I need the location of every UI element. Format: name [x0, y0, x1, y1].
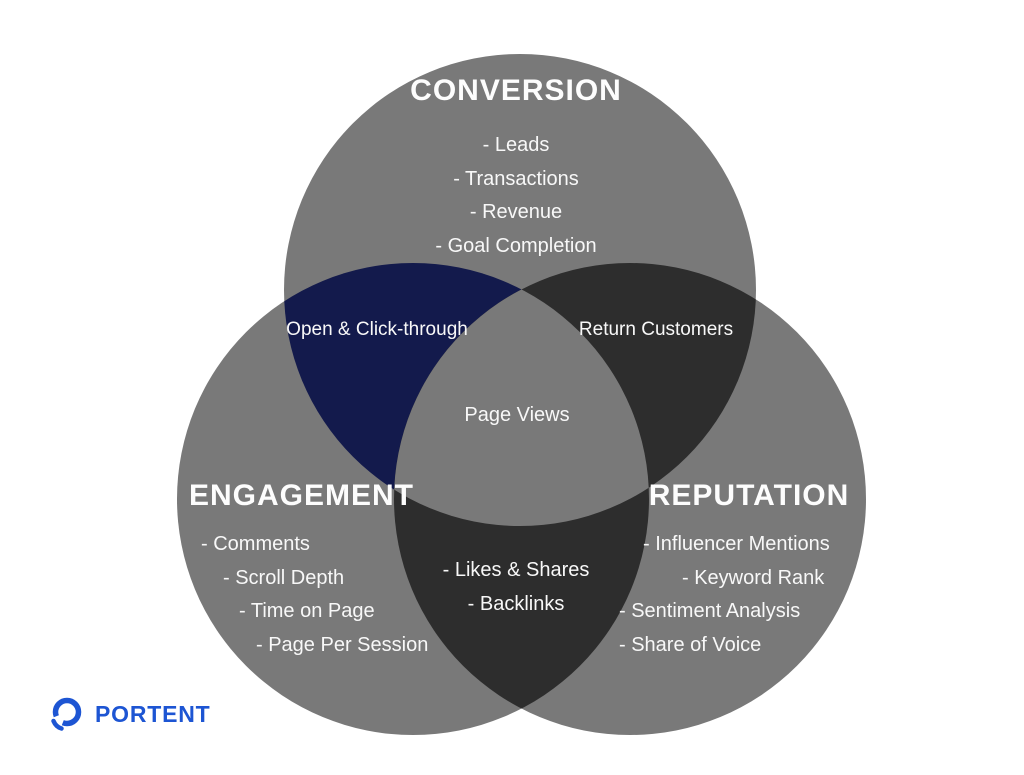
overlap-conversion-engagement-label: Open & Click-through	[286, 319, 468, 340]
conversion-item: - Revenue	[469, 201, 563, 223]
reputation-item-list: - Influencer Mentions - Keyword Rank - S…	[619, 528, 830, 662]
overlap-item: - Backlinks	[467, 593, 565, 615]
conversion-item: - Leads	[482, 134, 550, 156]
reputation-item: - Sentiment Analysis	[619, 600, 801, 622]
engagement-item: - Page Per Session	[256, 633, 429, 656]
engagement-item: - Time on Page	[239, 600, 375, 622]
overlap-engagement-reputation-label: - Likes & Shares - Backlinks	[443, 553, 590, 621]
reputation-item: - Keyword Rank	[682, 566, 825, 589]
engagement-item-list: - Comments - Scroll Depth - Time on Page…	[201, 528, 428, 662]
conversion-item: - Goal Completion	[435, 234, 597, 257]
conversion-item-list: - Leads - Transactions - Revenue - Goal …	[435, 129, 596, 263]
engagement-item: - Comments	[201, 533, 310, 555]
overlap-item: - Likes & Shares	[442, 559, 590, 581]
reputation-item: - Influencer Mentions	[643, 533, 830, 555]
portent-logo-text: PORTENT	[95, 700, 211, 727]
overlap-label-line: Return	[578, 319, 636, 340]
conversion-item: - Transactions	[453, 167, 579, 190]
conversion-title: CONVERSION	[410, 74, 622, 107]
portent-logo: PORTENT	[46, 694, 211, 734]
overlap-conversion-reputation-label: Return Customers	[579, 319, 733, 340]
reputation-item: - Share of Voice	[619, 633, 762, 656]
center-overlap-label: Page Views	[464, 404, 570, 426]
reputation-title: REPUTATION	[648, 479, 850, 512]
overlap-label-line: Customers	[641, 319, 734, 340]
portent-logo-icon	[51, 697, 82, 731]
engagement-item: - Scroll Depth	[223, 566, 345, 589]
engagement-title: ENGAGEMENT	[189, 479, 415, 512]
overlap-label-line: Open &	[286, 319, 351, 340]
overlap-label-line: Click-through	[355, 319, 468, 340]
